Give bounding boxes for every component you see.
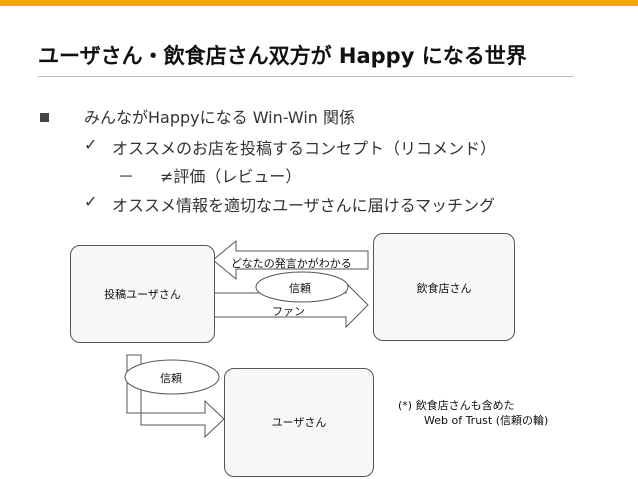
left-arrow	[212, 239, 369, 281]
dash-icon: －	[118, 167, 135, 186]
fan-label: ファン	[272, 305, 305, 318]
bullet-recommend: オススメのお店を投稿するコンセプト（リコメンド）	[112, 139, 497, 158]
restaurant-label: 飲食店さん	[416, 282, 472, 295]
square-bullet-icon	[40, 113, 49, 122]
check-icon: ✓	[84, 192, 98, 211]
trust-ellipse-bottom	[124, 359, 220, 395]
bullet-not-review: ≠評価（レビュー）	[160, 167, 302, 186]
restaurant-box: 飲食店さん	[373, 233, 515, 341]
accent-bar	[0, 0, 638, 6]
bullet-matching: オススメ情報を適切なユーザさんに届けるマッチング	[112, 196, 496, 215]
user-label: ユーザさん	[271, 416, 327, 429]
trust-ellipse-top	[255, 271, 349, 303]
title-divider	[38, 76, 574, 77]
user-box: ユーザさん	[224, 368, 374, 477]
note-line-1: (*) 飲食店さんも含めた	[398, 399, 515, 412]
who-said-label: どなたの発言かがわかる	[231, 257, 352, 270]
trust-label-bottom: 信頼	[160, 372, 182, 385]
check-icon: ✓	[84, 135, 98, 154]
poster-user-label: 投稿ユーザさん	[104, 288, 181, 301]
trust-label-top: 信頼	[289, 282, 311, 295]
bullet-main: みんながHappyになる Win-Win 関係	[84, 108, 356, 127]
page-title: ユーザさん・飲食店さん双方が Happy になる世界	[38, 44, 527, 68]
poster-user-box: 投稿ユーザさん	[70, 245, 215, 343]
note-line-2: Web of Trust (信頼の輪)	[424, 414, 549, 427]
